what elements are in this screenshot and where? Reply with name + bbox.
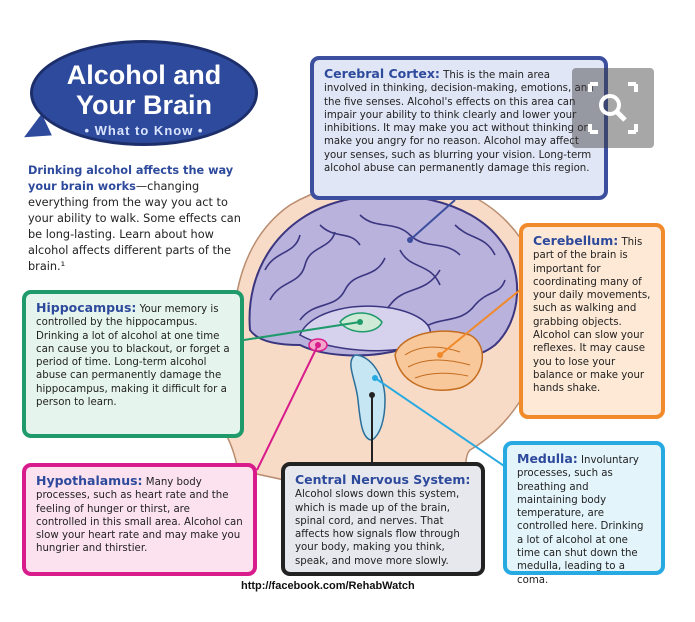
magnifier-icon bbox=[588, 82, 638, 134]
central-nervous-system-box: Central Nervous System: Alcohol slows do… bbox=[281, 462, 485, 576]
cerebral-cortex-box: Cerebral Cortex: This is the main area i… bbox=[310, 56, 608, 200]
intro-lead: Drinking alcohol affects the way your br… bbox=[28, 164, 234, 193]
hippocampus-heading: Hippocampus: bbox=[36, 300, 137, 315]
cortex-pointer bbox=[409, 199, 456, 241]
cerebellum-folds bbox=[404, 346, 471, 379]
cerebellum-shape bbox=[394, 330, 484, 391]
hypothalamus-text: Many body processes, such as heart rate … bbox=[36, 477, 243, 555]
medulla-pointer bbox=[374, 377, 511, 471]
hypothalamus-box: Hypothalamus: Many body processes, such … bbox=[22, 463, 257, 576]
zoom-button[interactable] bbox=[572, 68, 654, 148]
hippocampus-text: Your memory is controlled by the hippoca… bbox=[36, 304, 230, 409]
cerebellum-pointer bbox=[439, 289, 521, 356]
cortex-folds bbox=[264, 214, 506, 336]
cerebral-cortex-text: This is the main area involved in thinki… bbox=[324, 70, 594, 175]
medulla-heading: Medulla: bbox=[517, 451, 578, 466]
cerebellum-heading: Cerebellum: bbox=[533, 233, 619, 248]
hippocampus-box: Hippocampus: Your memory is controlled b… bbox=[22, 290, 244, 438]
medulla-text: Involuntary processes, such as breathing… bbox=[517, 455, 644, 586]
hypothalamus-heading: Hypothalamus: bbox=[36, 473, 143, 488]
cerebellum-text: This part of the brain is important for … bbox=[533, 237, 651, 395]
central-nervous-system-heading: Central Nervous System: bbox=[295, 472, 471, 487]
source-link[interactable]: http://facebook.com/RehabWatch bbox=[241, 580, 415, 592]
title-line-1: Alcohol and bbox=[66, 60, 222, 90]
cerebellum-box: Cerebellum: This part of the brain is im… bbox=[519, 223, 665, 419]
intro-body: —changing everything from the way you ac… bbox=[28, 180, 241, 273]
central-nervous-system-text: Alcohol slows down this system, which is… bbox=[295, 489, 460, 567]
hippocampus-pointer bbox=[243, 321, 361, 341]
intro-text: Drinking alcohol affects the way your br… bbox=[28, 163, 253, 275]
hypothalamus-pointer bbox=[256, 344, 319, 471]
cerebral-cortex-heading: Cerebral Cortex: bbox=[324, 66, 440, 81]
medulla-box: Medulla: Involuntary processes, such as … bbox=[503, 441, 665, 586]
title-subtitle: • What to Know • bbox=[84, 123, 204, 138]
title-line-2: Your Brain bbox=[75, 90, 212, 120]
title-bubble: Alcohol and Your Brain • What to Know • bbox=[30, 40, 258, 146]
